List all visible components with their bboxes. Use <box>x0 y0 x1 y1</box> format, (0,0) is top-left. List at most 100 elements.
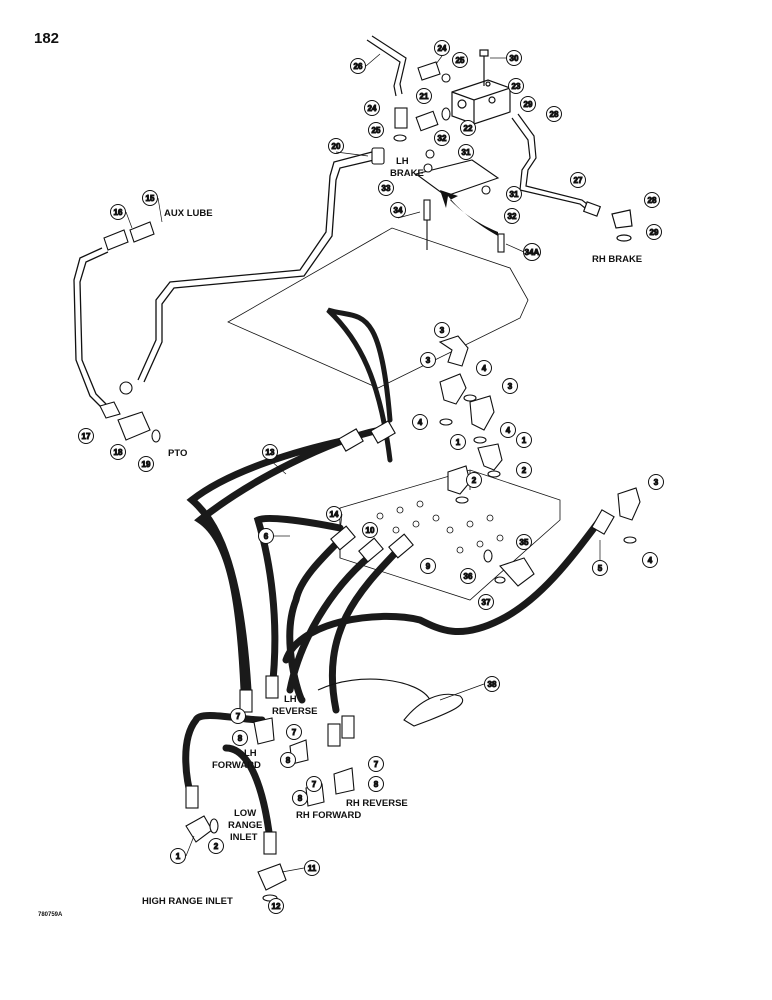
svg-text:1: 1 <box>522 436 527 445</box>
svg-text:5: 5 <box>598 564 603 573</box>
bolt-30 <box>479 49 489 86</box>
callout-14: 14 <box>326 506 342 522</box>
callout-34A: 34A <box>523 243 541 261</box>
svg-text:21: 21 <box>420 92 429 101</box>
callout-22: 22 <box>460 120 476 136</box>
svg-text:26: 26 <box>354 62 363 71</box>
callout-38: 38 <box>484 676 500 692</box>
callout-31: 31 <box>458 144 474 160</box>
callout-4c: 4 <box>500 422 516 438</box>
callout-11: 11 <box>304 860 320 876</box>
callout-4d: 4 <box>642 552 658 568</box>
callout-7d: 7 <box>368 756 384 772</box>
callout-16: 16 <box>110 204 126 220</box>
callout-7c: 7 <box>306 776 322 792</box>
direction-arrow <box>440 190 498 236</box>
svg-text:36: 36 <box>464 572 473 581</box>
label-low-range-line3: INLET <box>230 832 258 843</box>
svg-text:33: 33 <box>382 184 391 193</box>
svg-text:8: 8 <box>374 780 379 789</box>
callout-7a: 7 <box>230 708 246 724</box>
svg-text:38: 38 <box>488 680 497 689</box>
label-aux-lube: AUX LUBE <box>164 208 213 219</box>
callout-29b: 29 <box>646 224 662 240</box>
callout-4b: 4 <box>412 414 428 430</box>
callout-35: 35 <box>516 534 532 550</box>
leader-lines <box>125 53 601 873</box>
label-low-range-line2: RANGE <box>228 820 262 831</box>
callout-37: 37 <box>478 594 494 610</box>
callout-25: 25 <box>452 52 468 68</box>
hydraulic-hoses <box>182 307 604 844</box>
svg-text:4: 4 <box>648 556 653 565</box>
callout-10: 10 <box>362 522 378 538</box>
callout-25b: 25 <box>368 122 384 138</box>
svg-text:27: 27 <box>574 176 583 185</box>
svg-text:3: 3 <box>426 356 431 365</box>
svg-text:32: 32 <box>508 212 517 221</box>
callout-2b: 2 <box>466 472 482 488</box>
svg-text:20: 20 <box>332 142 341 151</box>
label-lh-reverse-line1: LH <box>284 694 297 705</box>
callout-9: 9 <box>420 558 436 574</box>
svg-text:8: 8 <box>286 756 291 765</box>
svg-text:34: 34 <box>394 206 403 215</box>
callout-32: 32 <box>434 130 450 146</box>
callout-17: 17 <box>78 428 94 444</box>
callout-28b: 28 <box>644 192 660 208</box>
callout-29: 29 <box>520 96 536 112</box>
callout-1c: 1 <box>170 848 186 864</box>
callout-8b: 8 <box>280 752 296 768</box>
svg-text:28: 28 <box>550 110 559 119</box>
callout-34: 34 <box>390 202 406 218</box>
callout-3d: 3 <box>648 474 664 490</box>
callout-18: 18 <box>110 444 126 460</box>
callout-8d: 8 <box>368 776 384 792</box>
svg-text:1: 1 <box>456 438 461 447</box>
callout-balloons: 30 24 26 25 23 21 24 29 28 22 25 32 20 3… <box>78 40 664 914</box>
callout-1b: 1 <box>516 432 532 448</box>
svg-text:2: 2 <box>522 466 527 475</box>
svg-text:16: 16 <box>114 208 123 217</box>
svg-text:3: 3 <box>508 382 513 391</box>
figure-code: 780759A <box>38 912 63 918</box>
svg-text:13: 13 <box>266 448 275 457</box>
svg-text:19: 19 <box>142 460 151 469</box>
label-rh-brake: RH BRAKE <box>592 254 642 265</box>
callout-8c: 8 <box>292 790 308 806</box>
callout-26: 26 <box>350 58 366 74</box>
callout-31b: 31 <box>506 186 522 202</box>
callout-30: 30 <box>506 50 522 66</box>
svg-text:28: 28 <box>648 196 657 205</box>
label-rh-reverse: RH REVERSE <box>346 798 408 809</box>
label-pto: PTO <box>168 448 187 459</box>
svg-text:2: 2 <box>472 476 477 485</box>
callout-27: 27 <box>570 172 586 188</box>
callout-3c: 3 <box>502 378 518 394</box>
svg-text:7: 7 <box>312 780 317 789</box>
callout-15: 15 <box>142 190 158 206</box>
svg-text:17: 17 <box>82 432 91 441</box>
callout-12: 12 <box>268 898 284 914</box>
hose-strap <box>317 678 463 727</box>
svg-text:35: 35 <box>520 538 529 547</box>
label-lh-forward-line2: FORWARD <box>212 760 261 771</box>
svg-text:4: 4 <box>506 426 511 435</box>
svg-text:30: 30 <box>510 54 519 63</box>
svg-text:37: 37 <box>482 598 491 607</box>
svg-text:6: 6 <box>264 532 269 541</box>
aux-lube-fittings <box>99 147 385 443</box>
label-lh-brake-line1: LH <box>396 156 409 167</box>
callout-28: 28 <box>546 106 562 122</box>
svg-text:32: 32 <box>438 134 447 143</box>
svg-text:4: 4 <box>482 364 487 373</box>
svg-text:7: 7 <box>236 712 241 721</box>
aux-lube-line <box>73 151 375 413</box>
svg-text:29: 29 <box>524 100 533 109</box>
svg-text:8: 8 <box>298 794 303 803</box>
callout-33: 33 <box>378 180 394 196</box>
valve-fittings <box>438 335 641 587</box>
svg-text:2: 2 <box>214 842 219 851</box>
